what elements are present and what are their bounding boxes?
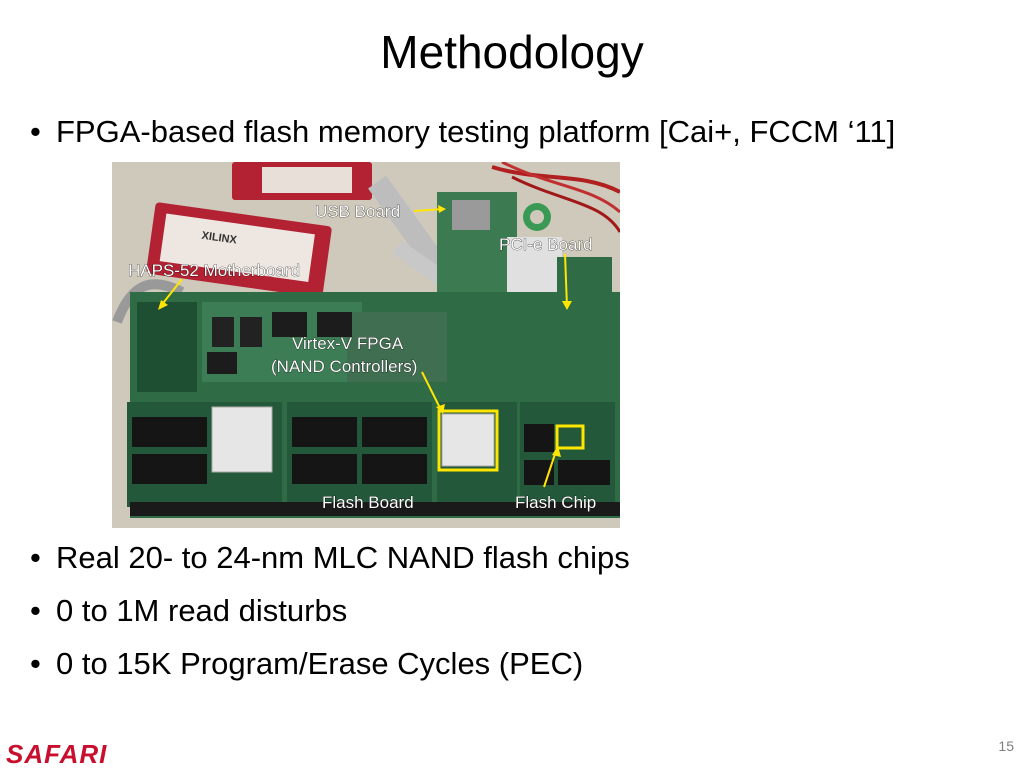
label-virtex-line1: Virtex-V FPGA [292,334,404,353]
chip [212,317,234,347]
bullet-text: 0 to 1M read disturbs [56,593,348,628]
virtex-arrow [421,371,443,413]
bullet-dot: • [30,540,41,575]
bullet-text: Real 20- to 24-nm MLC NAND flash chips [56,540,630,575]
bullet-pec: • 0 to 15K Program/Erase Cycles (PEC) [30,644,583,684]
virtex-fpga-chip [441,413,495,467]
virtex-highlight-box [437,409,499,472]
flash-board-4 [520,402,615,507]
bullet-chips: • Real 20- to 24-nm MLC NAND flash chips [30,538,630,578]
flash-chips [132,417,207,447]
xilinx-box-label [159,213,315,282]
flash-chips [524,424,554,452]
bullet-text: 0 to 15K Program/Erase Cycles (PEC) [56,646,584,681]
chip [240,317,262,347]
platform-illustration: XILINX [112,162,620,528]
fpga-platform-photo: XILINX [112,162,620,528]
bullet-dot: • [30,646,41,681]
red-box-top-label [262,167,352,193]
safari-logo: SAFARI [6,739,108,769]
cable [511,175,620,233]
cable [491,165,620,194]
label-usb-board: USB Board [315,202,400,221]
power-section [137,302,197,392]
page-number: 15 [998,738,1014,754]
pcie-arrow-head [562,301,572,310]
label-pcie-board: PCI-e Board [499,235,593,254]
fpga-chip [211,406,273,473]
slide-title: Methodology [380,26,644,78]
chip [317,312,352,337]
flash-chips [362,417,427,447]
label-flash-board: Flash Board [322,493,414,512]
pcie-arrow [564,253,568,308]
chip [207,352,237,374]
flash-chips [558,460,610,485]
board-area [347,312,447,382]
cable [501,162,620,214]
ribbon-cable [368,175,451,279]
connector-row [130,502,620,516]
flash-chips [362,454,427,484]
usb-arrow-head [438,205,446,213]
bullet-dot: • [30,593,41,628]
haps-arrow-head [158,300,168,310]
flash-chips [292,417,357,447]
cable [112,279,185,324]
ethernet-jack [452,200,490,230]
bullet-platform: • FPGA-based flash memory testing platfor… [30,112,895,152]
flash-chips [292,454,357,484]
xilinx-text: XILINX [201,230,238,247]
bullet-read-disturbs: • 0 to 1M read disturbs [30,591,347,631]
virtex-arrow-head [436,404,445,414]
bullet-text: FPGA-based flash memory testing platform… [56,114,896,149]
flash-chip-arrow-head [552,446,561,457]
label-flash-chip: Flash Chip [515,493,596,512]
bullet-dot: • [30,114,41,149]
chip [272,312,307,337]
green-ring-hole [530,210,544,224]
label-virtex-line2: (NAND Controllers) [271,357,417,376]
flash-chips [132,454,207,484]
label-haps-motherboard: HAPS-52 Motherboard [128,261,300,280]
flash-chip-highlight-box [555,424,585,450]
